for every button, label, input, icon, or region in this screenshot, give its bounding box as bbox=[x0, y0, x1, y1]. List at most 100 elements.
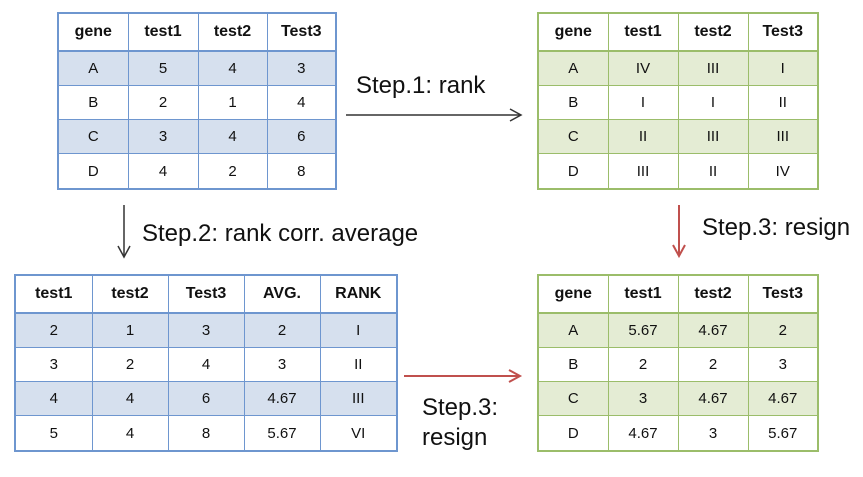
table-cell: 3 bbox=[14, 347, 93, 383]
table-cell: 2 bbox=[197, 153, 268, 190]
step3-bottom-label-line2: resign bbox=[422, 424, 488, 451]
table-cell: 5 bbox=[14, 415, 93, 452]
table-cell: III bbox=[319, 381, 398, 417]
table-cell: C bbox=[537, 119, 609, 155]
table-row: 5 4 8 5.67 VI bbox=[14, 415, 398, 452]
table-cell: III bbox=[677, 119, 749, 155]
table-row: B 2 2 3 bbox=[537, 347, 819, 383]
table-cell: VI bbox=[319, 415, 398, 452]
header-cell: Test3 bbox=[747, 274, 819, 314]
header-cell: test1 bbox=[607, 274, 679, 314]
header-cell: gene bbox=[537, 12, 609, 52]
table-cell: D bbox=[57, 153, 129, 190]
average-table: test1 test2 Test3 AVG. RANK 2 1 3 2 I 3 … bbox=[14, 274, 398, 452]
table-cell: 3 bbox=[677, 415, 749, 452]
table-cell: D bbox=[537, 153, 609, 190]
table-cell: III bbox=[747, 119, 819, 155]
table-cell: 4.67 bbox=[747, 381, 819, 417]
header-cell: gene bbox=[537, 274, 609, 314]
table-cell: 4 bbox=[197, 119, 268, 155]
rank-table: gene test1 test2 Test3 A IV III I B I I … bbox=[537, 12, 819, 190]
table-cell: 6 bbox=[266, 119, 337, 155]
table-cell: 2 bbox=[14, 312, 93, 349]
table-row: B I I II bbox=[537, 85, 819, 121]
step2-label: Step.2: rank corr. average bbox=[142, 220, 419, 247]
table-row: 4 4 6 4.67 III bbox=[14, 381, 398, 417]
header-cell: gene bbox=[57, 12, 129, 52]
table-row: D 4 2 8 bbox=[57, 153, 337, 190]
table-row: A 5 4 3 bbox=[57, 50, 337, 87]
table-cell: 6 bbox=[167, 381, 245, 417]
table-cell: I bbox=[747, 50, 819, 87]
header-cell: test2 bbox=[91, 274, 169, 314]
table-cell: 2 bbox=[607, 347, 679, 383]
table-cell: A bbox=[537, 312, 609, 349]
table-cell: 3 bbox=[127, 119, 199, 155]
table-cell: 4 bbox=[167, 347, 245, 383]
table-cell: 1 bbox=[91, 312, 169, 349]
table-cell: 5.67 bbox=[607, 312, 679, 349]
table-row: 3 2 4 3 II bbox=[14, 347, 398, 383]
table-cell: 8 bbox=[266, 153, 337, 190]
table-cell: 2 bbox=[747, 312, 819, 349]
table-cell: 2 bbox=[127, 85, 199, 121]
table-row: C II III III bbox=[537, 119, 819, 155]
table-cell: B bbox=[537, 347, 609, 383]
table-cell: 4.67 bbox=[677, 381, 749, 417]
table-header-row: gene test1 test2 Test3 bbox=[537, 274, 819, 314]
table-header-row: test1 test2 Test3 AVG. RANK bbox=[14, 274, 398, 314]
table-row: A 5.67 4.67 2 bbox=[537, 312, 819, 349]
header-cell: test2 bbox=[677, 12, 749, 52]
table-row: 2 1 3 2 I bbox=[14, 312, 398, 349]
table-cell: 5 bbox=[127, 50, 199, 87]
table-cell: C bbox=[537, 381, 609, 417]
table-cell: 8 bbox=[167, 415, 245, 452]
step1-arrow bbox=[346, 108, 523, 122]
table-cell: 4 bbox=[14, 381, 93, 417]
table-cell: 4.67 bbox=[243, 381, 321, 417]
table-row: C 3 4 6 bbox=[57, 119, 337, 155]
header-cell: AVG. bbox=[243, 274, 321, 314]
step1-label: Step.1: rank bbox=[356, 72, 486, 99]
table-row: A IV III I bbox=[537, 50, 819, 87]
table-cell: 3 bbox=[607, 381, 679, 417]
table-cell: II bbox=[319, 347, 398, 383]
header-cell: Test3 bbox=[266, 12, 337, 52]
header-cell: test1 bbox=[607, 12, 679, 52]
table-row: D 4.67 3 5.67 bbox=[537, 415, 819, 452]
header-cell: test1 bbox=[14, 274, 93, 314]
step3-bottom-arrow bbox=[404, 369, 523, 383]
step3-right-label: Step.3: resign bbox=[702, 214, 851, 241]
header-cell: test2 bbox=[677, 274, 749, 314]
table-cell: III bbox=[677, 50, 749, 87]
table-header-row: gene test1 test2 Test3 bbox=[537, 12, 819, 52]
table-cell: I bbox=[319, 312, 398, 349]
table-cell: IV bbox=[747, 153, 819, 190]
table-cell: B bbox=[57, 85, 129, 121]
table-cell: II bbox=[607, 119, 679, 155]
table-cell: 4.67 bbox=[677, 312, 749, 349]
table-cell: III bbox=[607, 153, 679, 190]
step2-arrow bbox=[117, 205, 131, 259]
table-cell: 2 bbox=[91, 347, 169, 383]
table-cell: 5.67 bbox=[243, 415, 321, 452]
table-cell: 2 bbox=[243, 312, 321, 349]
step3-bottom-label-line1: Step.3: bbox=[422, 394, 499, 421]
result-table: gene test1 test2 Test3 A 5.67 4.67 2 B 2… bbox=[537, 274, 819, 452]
table-cell: 3 bbox=[167, 312, 245, 349]
table-cell: 4 bbox=[197, 50, 268, 87]
table-cell: 2 bbox=[677, 347, 749, 383]
table-cell: II bbox=[677, 153, 749, 190]
table-row: D III II IV bbox=[537, 153, 819, 190]
table-cell: II bbox=[747, 85, 819, 121]
table-cell: 1 bbox=[197, 85, 268, 121]
header-cell: Test3 bbox=[747, 12, 819, 52]
original-table: gene test1 test2 Test3 A 5 4 3 B 2 1 4 C… bbox=[57, 12, 337, 190]
table-cell: D bbox=[537, 415, 609, 452]
table-cell: C bbox=[57, 119, 129, 155]
table-cell: 5.67 bbox=[747, 415, 819, 452]
table-cell: A bbox=[537, 50, 609, 87]
table-header-row: gene test1 test2 Test3 bbox=[57, 12, 337, 52]
table-cell: 4 bbox=[127, 153, 199, 190]
